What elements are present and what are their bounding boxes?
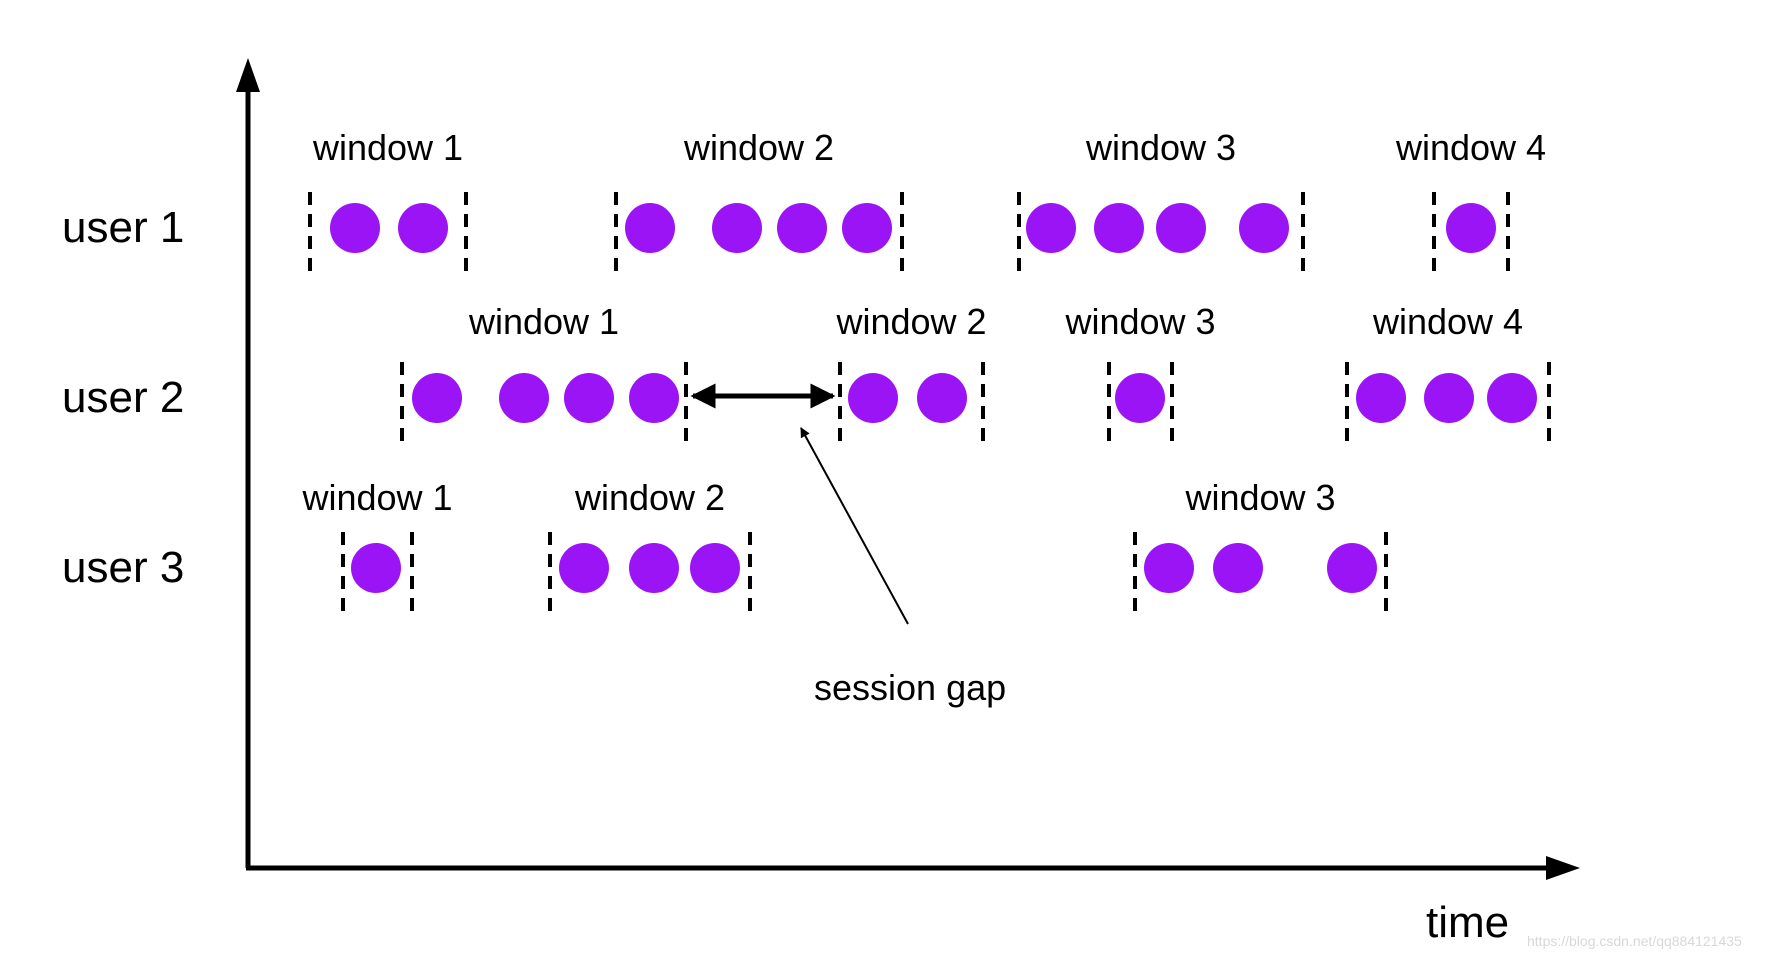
window-label: window 1 — [312, 127, 463, 168]
window-label: window 4 — [1372, 301, 1523, 342]
event-dot — [848, 373, 898, 423]
event-dot — [412, 373, 462, 423]
event-dot — [629, 543, 679, 593]
window-label: window 2 — [574, 477, 725, 518]
event-dot — [1094, 203, 1144, 253]
event-dot — [351, 543, 401, 593]
watermark: https://blog.csdn.net/qq884121435 — [1527, 933, 1742, 949]
x-axis-label: time — [1426, 898, 1509, 947]
user-3-window-2: window 2 — [548, 477, 752, 612]
window-label: window 2 — [683, 127, 834, 168]
event-dot — [625, 203, 675, 253]
user-2-window-1: window 1 — [400, 301, 688, 442]
row-label-user-3: user 3 — [62, 543, 184, 592]
event-dot — [1156, 203, 1206, 253]
user-1-window-2: window 2 — [614, 127, 904, 272]
user-1-window-3: window 3 — [1017, 127, 1305, 272]
window-label: window 3 — [1085, 127, 1236, 168]
user-1-window-1: window 1 — [308, 127, 468, 272]
event-dot — [398, 203, 448, 253]
user-2-window-4: window 4 — [1345, 301, 1551, 442]
window-label: window 2 — [835, 301, 986, 342]
event-dot — [1239, 203, 1289, 253]
event-dot — [1356, 373, 1406, 423]
window-label: window 3 — [1064, 301, 1215, 342]
event-dot — [1144, 543, 1194, 593]
event-dot — [1213, 543, 1263, 593]
window-label: window 4 — [1395, 127, 1546, 168]
x-axis-arrow-icon — [1546, 856, 1580, 880]
window-label: window 3 — [1184, 477, 1335, 518]
event-dot — [629, 373, 679, 423]
window-label: window 1 — [468, 301, 619, 342]
window-label: window 1 — [301, 477, 452, 518]
event-dot — [917, 373, 967, 423]
row-label-user-2: user 2 — [62, 373, 184, 422]
row-label-user-1: user 1 — [62, 203, 184, 252]
session-gap-label: session gap — [814, 667, 1006, 708]
event-dot — [1446, 203, 1496, 253]
event-dot — [777, 203, 827, 253]
event-dot — [564, 373, 614, 423]
event-dot — [1115, 373, 1165, 423]
event-dot — [1487, 373, 1537, 423]
event-dot — [690, 543, 740, 593]
event-dot — [1424, 373, 1474, 423]
user-2-window-2: window 2 — [835, 301, 987, 442]
y-axis-arrow-icon — [236, 58, 260, 92]
user-3-window-3: window 3 — [1133, 477, 1388, 612]
user-3-window-1: window 1 — [301, 477, 453, 612]
event-dot — [499, 373, 549, 423]
event-dot — [1026, 203, 1076, 253]
windows-layer: window 1 window 2 window 3 window 4 window 1… — [301, 127, 1551, 612]
user-2-window-3: window 3 — [1064, 301, 1216, 442]
event-dot — [559, 543, 609, 593]
event-dot — [712, 203, 762, 253]
user-1-window-4: window 4 — [1395, 127, 1546, 272]
event-dot — [330, 203, 380, 253]
event-dot — [1327, 543, 1377, 593]
event-dot — [842, 203, 892, 253]
session-gap-pointer-arrow — [800, 427, 909, 625]
